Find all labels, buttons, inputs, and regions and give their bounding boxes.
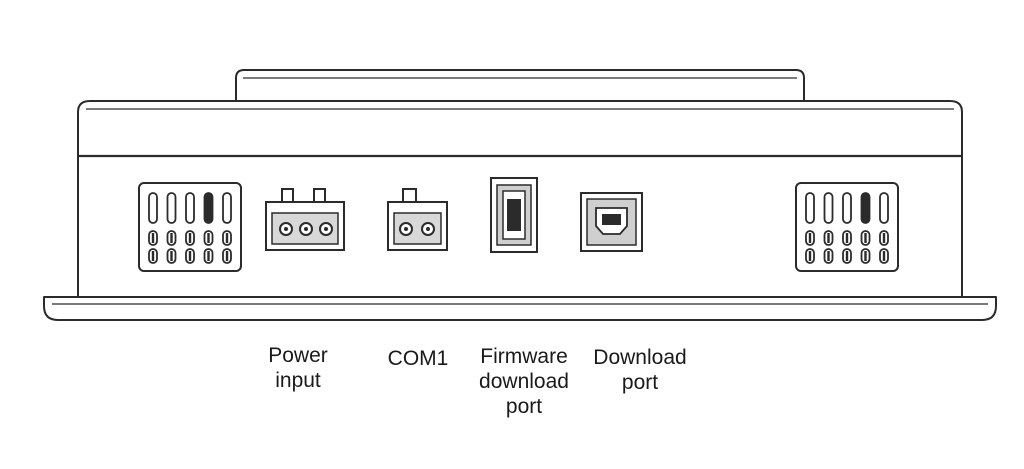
label-power-line1: Power	[268, 344, 328, 367]
vent-slot-bar	[845, 233, 849, 243]
label-firmware-line1: Firmware	[480, 345, 568, 368]
label-firmware-download-port: Firmware download port	[462, 344, 586, 419]
vent-slot-bar	[845, 251, 849, 261]
label-power-line2: input	[275, 369, 321, 392]
vent-slot-bar	[170, 233, 173, 243]
top-bump	[235, 69, 805, 101]
power-input-connector	[265, 188, 345, 251]
right-vent-grille	[795, 182, 899, 272]
vent-frame	[138, 182, 242, 272]
bezel-flange	[43, 296, 997, 321]
housing	[77, 100, 963, 297]
vent-slot	[805, 192, 815, 224]
vent-slot-bar	[207, 233, 210, 243]
vent-slot	[203, 192, 214, 224]
label-firmware-line3: port	[505, 395, 543, 418]
firmware-download-port	[490, 177, 538, 253]
label-power-input: Power input	[250, 343, 346, 393]
label-download-port: Download port	[578, 345, 702, 395]
vent-slot	[842, 192, 852, 224]
vent-slot	[823, 192, 834, 224]
vent-slot-bar	[827, 233, 830, 243]
vent-slot-bar	[188, 251, 192, 261]
vent-slot	[148, 192, 158, 224]
left-vent-grille	[138, 182, 242, 272]
label-download-line2: port	[621, 371, 659, 394]
vent-slot-bar	[188, 233, 192, 243]
vent-slot-bar	[151, 251, 155, 261]
vent-slot	[185, 192, 195, 224]
label-com1: COM1	[374, 346, 462, 371]
vent-slot	[222, 192, 232, 224]
label-com1-line1: COM1	[387, 347, 449, 370]
vent-slot-bar	[808, 233, 812, 243]
label-download-line1: Download	[593, 346, 687, 369]
vent-frame	[795, 182, 899, 272]
download-port	[580, 192, 643, 252]
vent-slot-bar	[827, 251, 830, 261]
vent-slot-bar	[864, 251, 867, 261]
vent-slot-bar	[151, 233, 155, 243]
vent-slot-bar	[864, 233, 867, 243]
label-firmware-line2: download	[479, 370, 569, 393]
vent-slot-bar	[207, 251, 210, 261]
com1-connector	[387, 188, 448, 251]
vent-slot	[879, 192, 889, 224]
vent-slot-bar	[882, 233, 886, 243]
vent-slot-bar	[225, 233, 229, 243]
vent-slot-bar	[808, 251, 812, 261]
vent-slot-bar	[170, 251, 173, 261]
vent-slot-bar	[225, 251, 229, 261]
vent-slot	[166, 192, 177, 224]
vent-slot	[860, 192, 871, 224]
vent-slot-bar	[882, 251, 886, 261]
